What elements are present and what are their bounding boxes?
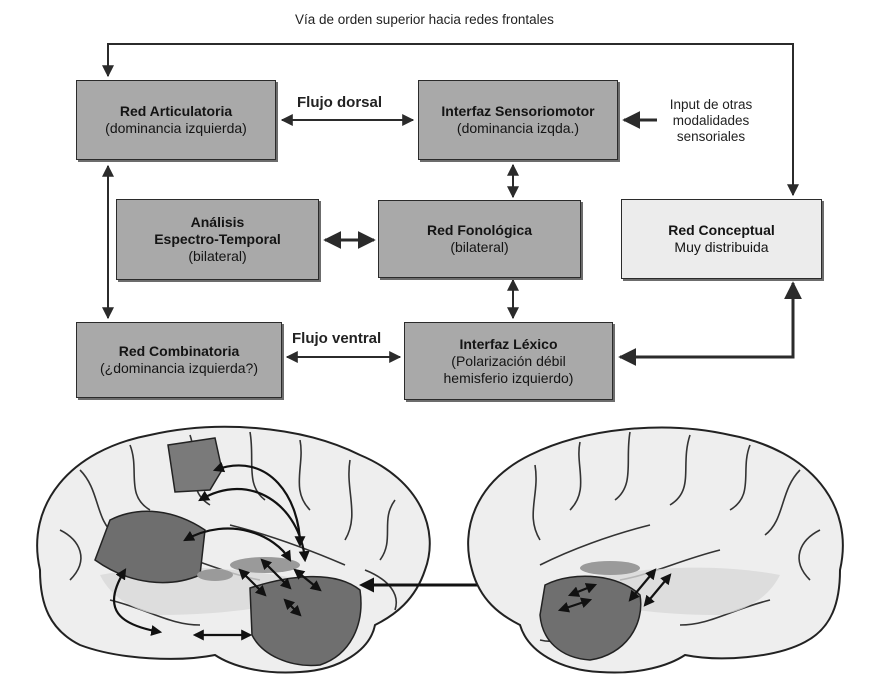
top-path-line bbox=[102, 43, 799, 197]
node-red-conceptual: Red Conceptual Muy distribuida bbox=[621, 199, 822, 279]
input-label-line-1: Input de otras bbox=[669, 97, 753, 112]
input-label-line-2: modalidades bbox=[672, 113, 750, 128]
node-interfaz-lexico: Interfaz Léxico (Polarización débil hemi… bbox=[404, 322, 613, 400]
node-interfaz-sensoriomotor: Interfaz Sensoriomotor (dominancia izqda… bbox=[418, 80, 618, 160]
node-title: Interfaz Sensoriomotor bbox=[441, 103, 595, 119]
node-title: Interfaz Léxico bbox=[459, 335, 558, 352]
node-red-combinatoria: Red Combinatoria (¿dominancia izquierda?… bbox=[76, 322, 282, 398]
right-hemisphere-brain bbox=[467, 426, 844, 674]
node-subtitle: (dominancia izquierda) bbox=[105, 120, 247, 136]
node-title: Análisis bbox=[190, 214, 245, 230]
node-subtitle: (bilateral) bbox=[188, 248, 247, 264]
node-red-fonologica: Red Fonológica (bilateral) bbox=[378, 200, 581, 278]
input-label-line-3: sensoriales bbox=[676, 129, 746, 144]
brain-illustration bbox=[36, 425, 844, 674]
node-subtitle: (Polarización débil bbox=[451, 352, 566, 369]
flow-ventral-label: Flujo ventral bbox=[292, 330, 382, 347]
node-title: Red Fonológica bbox=[427, 222, 532, 238]
flow-dorsal-label: Flujo dorsal bbox=[297, 94, 383, 111]
node-title: Red Combinatoria bbox=[118, 343, 240, 359]
node-subtitle: Muy distribuida bbox=[674, 239, 769, 255]
top-path-label: Vía de orden superior hacia redes fronta… bbox=[295, 12, 554, 27]
node-subtitle: (bilateral) bbox=[450, 239, 509, 255]
node-subtitle: (¿dominancia izquierda?) bbox=[100, 360, 258, 376]
node-title-line-2: Espectro-Temporal bbox=[154, 231, 281, 247]
node-red-articulatoria: Red Articulatoria (dominancia izquierda) bbox=[76, 80, 276, 160]
node-title: Red Articulatoria bbox=[119, 103, 233, 119]
node-subtitle-line-2: hemisferio izquierdo) bbox=[443, 369, 574, 386]
conceptual-lexico-arrow bbox=[618, 281, 802, 366]
node-title: Red Conceptual bbox=[668, 222, 775, 238]
input-label: Input de otras modalidades sensoriales bbox=[655, 97, 767, 145]
node-subtitle: (dominancia izqda.) bbox=[456, 120, 580, 136]
node-analisis-espectro-temporal: Análisis Espectro-Temporal (bilateral) bbox=[116, 199, 319, 280]
left-hemisphere-brain bbox=[36, 425, 431, 674]
